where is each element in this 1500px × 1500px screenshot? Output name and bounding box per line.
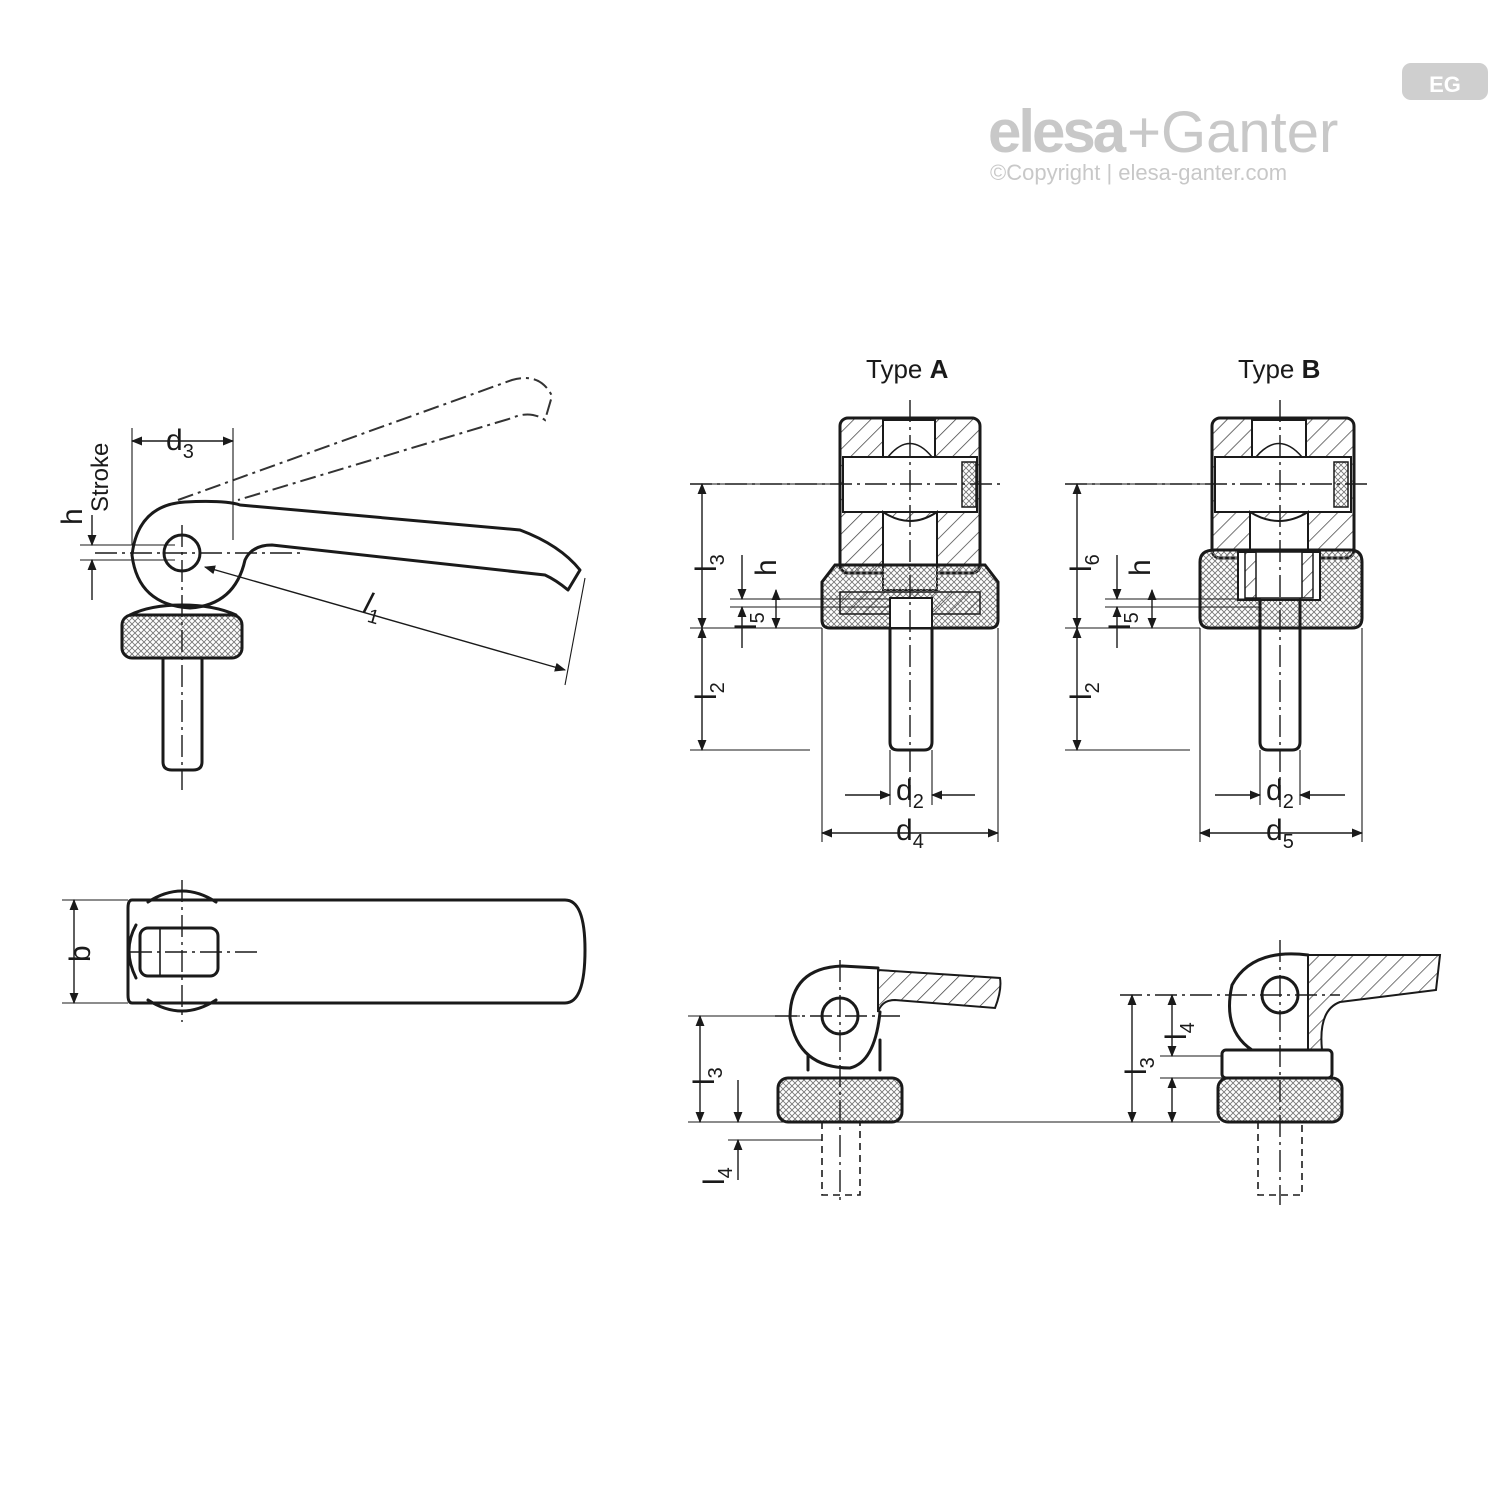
brand-wordmark: elesa+Ganter: [988, 98, 1338, 165]
type-a-p-dim-l4: l4: [698, 1167, 737, 1185]
side-view: d3 h Stroke l1: [56, 377, 586, 790]
dim-d3: d3: [166, 424, 194, 463]
type-a-partial-stud: [821, 1122, 861, 1196]
dim-h-side: h: [56, 508, 89, 525]
brand-logo: EG elesa+Ganter ©Copyright | elesa-gante…: [988, 63, 1488, 185]
type-b-lever-hatched: [1307, 954, 1442, 1051]
type-a-title: Type A: [866, 354, 949, 384]
type-b-dim-l6: l6: [1065, 554, 1104, 572]
brand-badge-text: EG: [1429, 72, 1461, 97]
type-a-dim-l5: l5: [730, 612, 769, 630]
type-a-p-dim-l3: l3: [688, 1067, 727, 1085]
brand-plus: +: [1127, 100, 1161, 165]
type-b-dim-d5: d5: [1266, 814, 1294, 853]
brand-name-ganter: Ganter: [1161, 100, 1338, 165]
type-b-collar: [1220, 1048, 1334, 1080]
type-a-nut-bore: [889, 597, 933, 629]
type-b-partial-view: l3 l4: [1120, 940, 1442, 1205]
top-view: b: [62, 880, 587, 1022]
type-a-dim-l3: l3: [690, 554, 729, 572]
type-a-dim-h: h: [750, 559, 783, 576]
dim-l1: l1: [358, 587, 386, 629]
type-b-title: Type B: [1238, 354, 1320, 384]
type-a-dim-d2: d2: [896, 774, 924, 813]
type-a-dim-d4: d4: [896, 814, 924, 853]
type-b-p-dim-l4: l4: [1160, 1022, 1199, 1040]
brand-name-elesa: elesa: [988, 98, 1127, 165]
type-b-cam-cavity-top: [1251, 419, 1307, 458]
brand-badge-frame: [1402, 63, 1488, 100]
stroke-label: Stroke: [87, 443, 114, 512]
cam-slot: [127, 923, 138, 980]
brand-copyright: ©Copyright | elesa-ganter.com: [990, 160, 1287, 185]
type-a-partial-view: l3 l4: [688, 960, 1220, 1205]
l1-ext-right: [564, 577, 586, 686]
type-b-section: Type B l6 l2 h l5 d2: [1065, 354, 1372, 853]
l1-dim-line: [203, 565, 567, 672]
type-b-partial-stud: [1257, 1122, 1303, 1196]
type-b-dim-h: h: [1124, 559, 1157, 576]
lever-top-body: [126, 898, 587, 1005]
lever-open-phantom: [177, 377, 554, 501]
type-b-dim-l2: l2: [1065, 682, 1104, 700]
type-b-p-dim-l3: l3: [1120, 1057, 1159, 1075]
lever-body: [130, 499, 582, 610]
type-b-cam-curve: [1255, 442, 1303, 458]
type-a-section: Type A l3 l2 h l5 d2: [690, 354, 1000, 853]
type-a-cam-neck: [806, 1038, 882, 1072]
type-a-cam-outline: [788, 964, 882, 1070]
dim-b: b: [64, 945, 97, 962]
type-b-dim-d2: d2: [1266, 774, 1294, 813]
type-b-nut-sleeve-bore: [1255, 551, 1303, 599]
type-a-stud: [888, 626, 934, 752]
type-b-dim-l5: l5: [1104, 612, 1143, 630]
type-a-dim-l2: l2: [690, 682, 729, 700]
type-a-lever-hatched: [877, 968, 1002, 1013]
type-b-cam-outline: [1228, 952, 1324, 1052]
